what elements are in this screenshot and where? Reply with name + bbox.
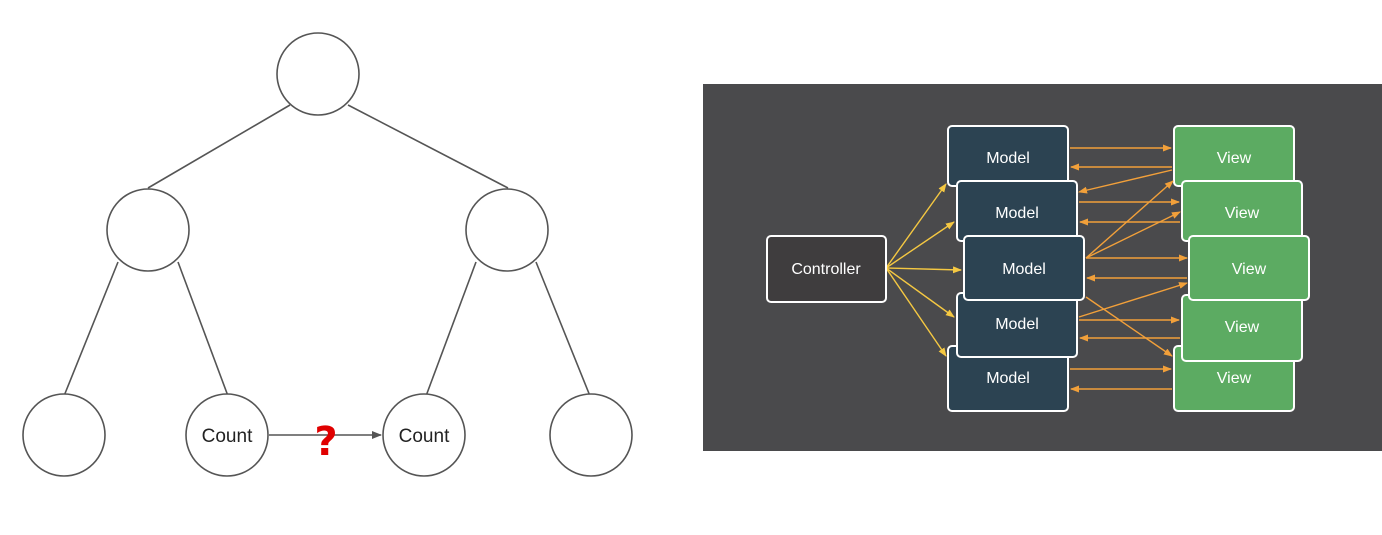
view-label: View (1217, 370, 1252, 387)
controller-arrow (885, 183, 947, 269)
model-label: Model (986, 150, 1030, 167)
view-label: View (1232, 261, 1267, 278)
tree-leaf-node-2 (185, 393, 269, 477)
model-box-1: Model (947, 125, 1069, 187)
count-label-right: Count (399, 426, 450, 447)
controller-box: Controller (766, 235, 887, 303)
view-label: View (1225, 205, 1260, 222)
view-box-3: View (1188, 235, 1310, 301)
model-label: Model (986, 370, 1030, 387)
view-to-model-arrow (1078, 169, 1173, 194)
model-label: Model (995, 316, 1039, 333)
controller-arrow (885, 266, 962, 274)
model-to-view-arrow (1085, 296, 1173, 357)
controller-label: Controller (791, 261, 861, 278)
model-to-view-arrow (1085, 211, 1181, 259)
view-box-4: View (1181, 294, 1303, 362)
controller-arrows (885, 183, 962, 357)
tree-edge (147, 104, 291, 189)
model-label: Model (995, 205, 1039, 222)
model-view-arrows (1070, 144, 1188, 393)
controller-arrow (885, 221, 955, 269)
tree-edge (535, 261, 591, 397)
tree-root-node (276, 32, 360, 116)
model-box-5: Model (947, 345, 1069, 412)
tree-diagram: Count Count ? (22, 32, 633, 477)
controller-arrow (885, 267, 955, 318)
tree-right-node (465, 188, 549, 272)
question-mark: ? (314, 419, 337, 465)
tree-leaf-node-3 (382, 393, 466, 477)
model-stack: Model Model Model Model Model (947, 125, 1085, 412)
tree-edge (177, 261, 229, 397)
view-label: View (1225, 319, 1260, 336)
view-box-2: View (1181, 180, 1303, 242)
model-box-2: Model (956, 180, 1078, 242)
model-to-view-arrow (1078, 282, 1188, 318)
controller-arrow (885, 267, 947, 357)
tree-edge (347, 104, 509, 189)
tree-left-node (106, 188, 190, 272)
tree-edge (425, 261, 477, 397)
tree-leaf-node-1 (22, 393, 106, 477)
mvc-diagram: View View View View View (703, 84, 1382, 451)
model-box-4: Model (956, 292, 1078, 358)
view-stack: View View View View View (1173, 125, 1310, 412)
count-label-left: Count (202, 426, 253, 447)
model-to-view-arrow (1085, 180, 1174, 259)
model-label: Model (1002, 261, 1046, 278)
model-box-3: Model (963, 235, 1085, 301)
view-box-1: View (1173, 125, 1295, 187)
tree-edge (63, 261, 119, 397)
view-label: View (1217, 150, 1252, 167)
tree-leaf-node-4 (549, 393, 633, 477)
